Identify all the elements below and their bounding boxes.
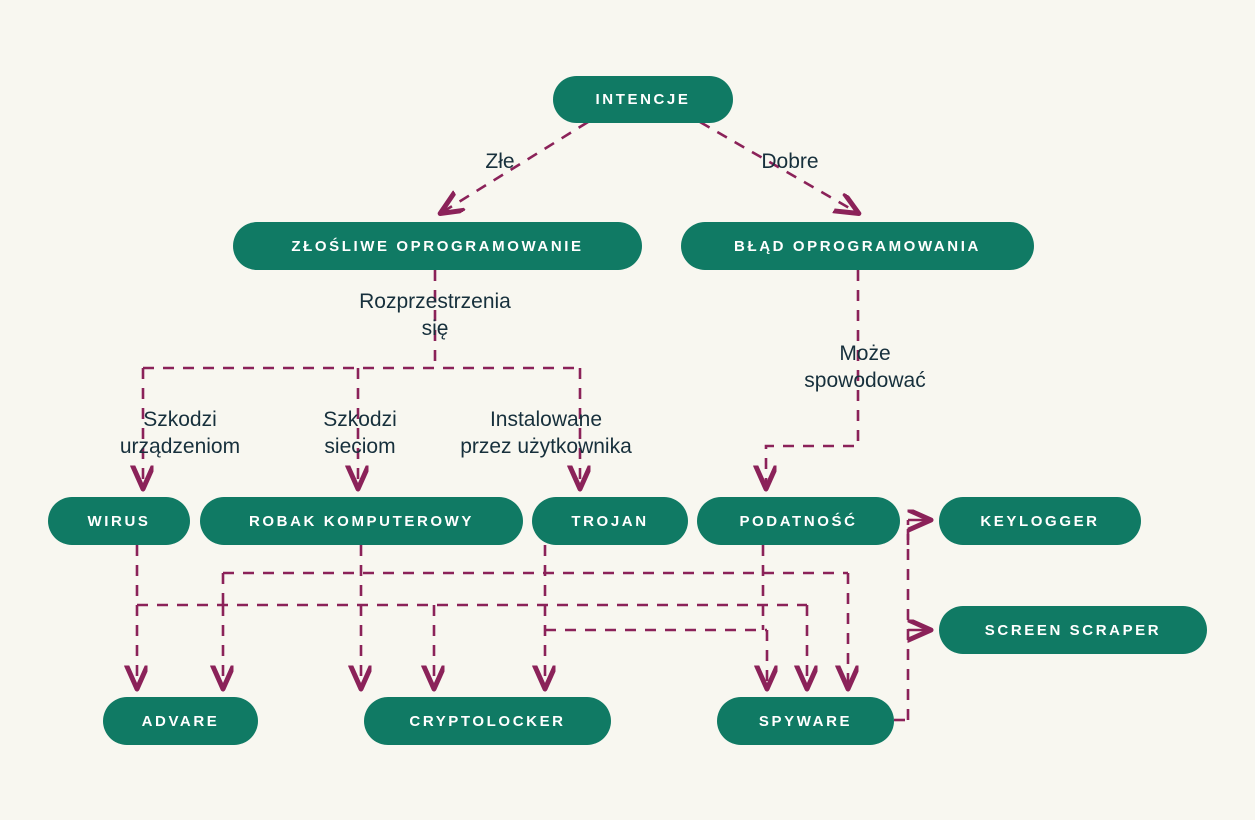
node-robak-komputerowy-label: ROBAK KOMPUTEROWY (248, 512, 475, 530)
node-cryptolocker-label: CRYPTOLOCKER (409, 712, 566, 730)
node-trojan[interactable]: TROJAN (532, 497, 688, 545)
edge-label-rozprzestrzenia-sie: Rozprzestrzenia się (359, 290, 511, 340)
node-screen-scraper-label: SCREEN SCRAPER (984, 621, 1162, 639)
node-trojan-label: TROJAN (571, 512, 649, 530)
node-wirus[interactable]: WIRUS (48, 497, 190, 545)
node-advare-label: ADVARE (141, 712, 220, 730)
node-advare[interactable]: ADVARE (103, 697, 258, 745)
edge-label-dobre: Dobre (761, 150, 819, 173)
node-podatnosc-label: PODATNOŚĆ (739, 512, 858, 530)
node-blad-oprogramowania[interactable]: BŁĄD OPROGRAMOWANIA (681, 222, 1034, 270)
node-intencje[interactable]: INTENCJE (553, 76, 733, 123)
node-zlosliwe-oprogramowanie[interactable]: ZŁOŚLIWE OPROGRAMOWANIE (233, 222, 642, 270)
node-keylogger-label: KEYLOGGER (980, 512, 1100, 530)
node-robak-komputerowy[interactable]: ROBAK KOMPUTEROWY (200, 497, 523, 545)
edge-label-zle: Złe (485, 150, 515, 173)
edge-label-szkodzi-urzadzeniom: Szkodzi urządzeniom (119, 408, 241, 458)
node-blad-oprogramowania-label: BŁĄD OPROGRAMOWANIA (734, 237, 981, 255)
edge-label-instalowane-przez-uzytkownika: Instalowane przez użytkownika (460, 408, 632, 458)
edge-label-moze-spowodowac: Może spowodować (804, 342, 926, 392)
node-spyware-label: SPYWARE (758, 712, 853, 730)
node-intencje-label: INTENCJE (595, 91, 691, 108)
node-cryptolocker[interactable]: CRYPTOLOCKER (364, 697, 611, 745)
node-screen-scraper[interactable]: SCREEN SCRAPER (939, 606, 1207, 654)
node-keylogger[interactable]: KEYLOGGER (939, 497, 1141, 545)
node-podatnosc[interactable]: PODATNOŚĆ (697, 497, 900, 545)
node-spyware[interactable]: SPYWARE (717, 697, 894, 745)
edge-label-szkodzi-sieciom: Szkodzi sieciom (323, 408, 397, 458)
node-wirus-label: WIRUS (87, 512, 151, 530)
node-zlosliwe-oprogramowanie-label: ZŁOŚLIWE OPROGRAMOWANIE (291, 237, 584, 255)
